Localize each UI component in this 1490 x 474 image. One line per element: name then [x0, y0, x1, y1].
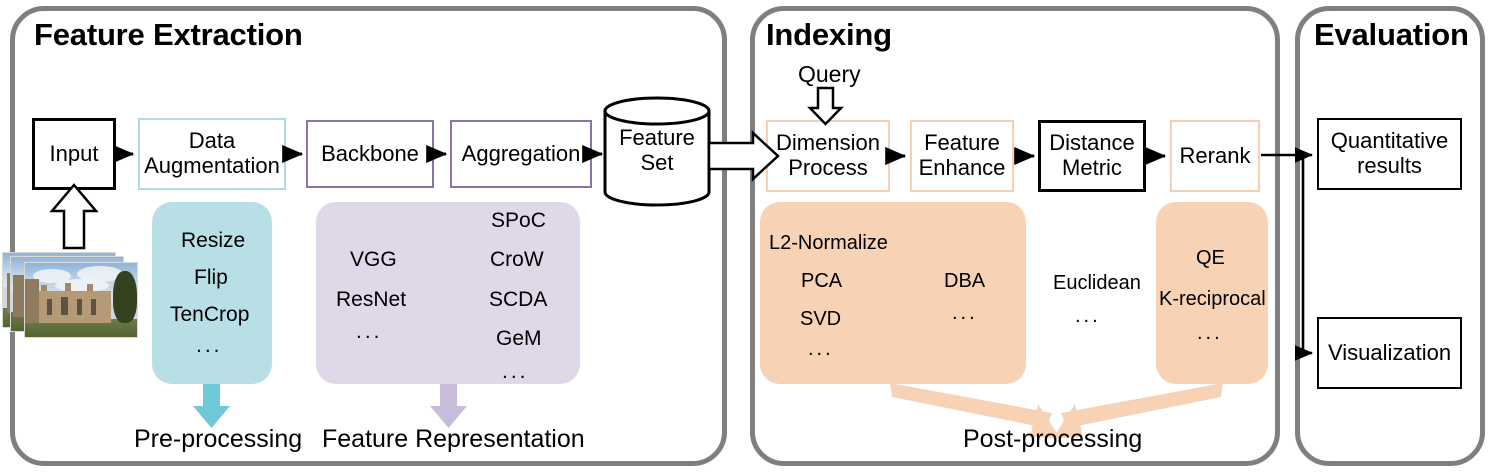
box-data-augmentation-label-line2: Augmentation: [144, 153, 280, 178]
box-feature-enhance-label-line1: Feature: [924, 130, 1000, 156]
box-aggregation-label: Aggregation: [461, 140, 581, 166]
box-data-augmentation-label-line1: Data: [188, 128, 236, 154]
option-metric-ellipsis: ...: [1075, 305, 1101, 327]
option-gem: GeM: [496, 327, 542, 350]
box-aggregation[interactable]: Aggregation: [450, 120, 592, 188]
input-image-front: [24, 262, 138, 338]
panel-title-feature-extraction: Feature Extraction: [34, 17, 303, 52]
option-vgg: VGG: [350, 248, 397, 271]
box-feature-set-label-line1: Feature: [619, 125, 695, 151]
option-euclidean: Euclidean: [1053, 272, 1141, 294]
pill-feature-representation: [316, 202, 580, 384]
option-crow: CroW: [490, 248, 544, 271]
box-dimension-process[interactable]: Dimension Process: [766, 120, 890, 192]
box-dimension-process-label-line1: Dimension: [776, 130, 880, 156]
panel-title-indexing: Indexing: [766, 17, 892, 52]
option-pca: PCA: [801, 270, 843, 292]
option-tencrop: TenCrop: [170, 303, 250, 326]
panel-indexing: [750, 6, 1280, 466]
box-backbone[interactable]: Backbone: [306, 120, 434, 188]
option-dba: DBA: [944, 270, 986, 292]
option-rerank-ellipsis: ...: [1197, 322, 1223, 344]
box-quantitative-results[interactable]: Quantitative results: [1317, 118, 1462, 190]
option-resize: Resize: [181, 229, 246, 252]
panel-feature-extraction: [10, 6, 727, 466]
option-qe: QE: [1196, 247, 1225, 269]
caption-postprocessing: Post-processing: [963, 425, 1143, 453]
option-svd: SVD: [800, 308, 842, 330]
option-k-reciprocal: K-reciprocal: [1159, 288, 1266, 310]
box-visualization-label: Visualization: [1327, 339, 1452, 365]
box-feature-enhance-label-line2: Enhance: [918, 155, 1006, 180]
box-input[interactable]: Input: [32, 118, 116, 190]
option-l2-normalize: L2-Normalize: [769, 232, 888, 254]
option-preprocessing-ellipsis: ...: [196, 334, 223, 357]
panel-title-evaluation: Evaluation: [1314, 17, 1469, 52]
box-backbone-label: Backbone: [321, 140, 419, 166]
caption-preprocessing: Pre-processing: [134, 425, 303, 453]
pill-rerank: [1156, 202, 1268, 384]
box-visualization[interactable]: Visualization: [1317, 317, 1462, 389]
box-data-augmentation[interactable]: Data Augmentation: [138, 118, 286, 190]
pill-preprocessing: [152, 202, 272, 384]
box-rerank[interactable]: Rerank: [1170, 120, 1260, 192]
panel-evaluation: [1295, 6, 1485, 466]
box-dimension-process-label-line2: Process: [788, 155, 868, 180]
box-feature-enhance[interactable]: Feature Enhance: [910, 120, 1014, 192]
box-feature-set[interactable]: Feature Set: [608, 120, 706, 182]
box-distance-metric-label-line1: Distance: [1049, 130, 1135, 156]
input-image-stack: [2, 252, 138, 344]
option-dimension-ellipsis: ...: [808, 338, 834, 360]
box-distance-metric[interactable]: Distance Metric: [1038, 120, 1146, 192]
option-enhance-ellipsis: ...: [952, 302, 978, 324]
box-rerank-label: Rerank: [1179, 142, 1251, 168]
option-aggregation-ellipsis: ...: [502, 360, 529, 383]
box-quantitative-results-label-line2: results: [1357, 153, 1422, 178]
option-flip: Flip: [194, 266, 228, 289]
query-label: Query: [798, 61, 861, 87]
box-distance-metric-label-line2: Metric: [1062, 155, 1122, 180]
box-quantitative-results-label-line1: Quantitative: [1330, 128, 1449, 154]
caption-feature-representation: Feature Representation: [322, 425, 585, 453]
option-backbone-ellipsis: ...: [356, 320, 383, 343]
box-input-label: Input: [49, 140, 99, 166]
option-scda: SCDA: [489, 288, 548, 311]
option-resnet: ResNet: [336, 288, 407, 311]
pill-dimension-enhance: [760, 202, 1026, 384]
option-spoc: SPoC: [491, 209, 546, 232]
box-feature-set-label-line2: Set: [640, 150, 674, 175]
